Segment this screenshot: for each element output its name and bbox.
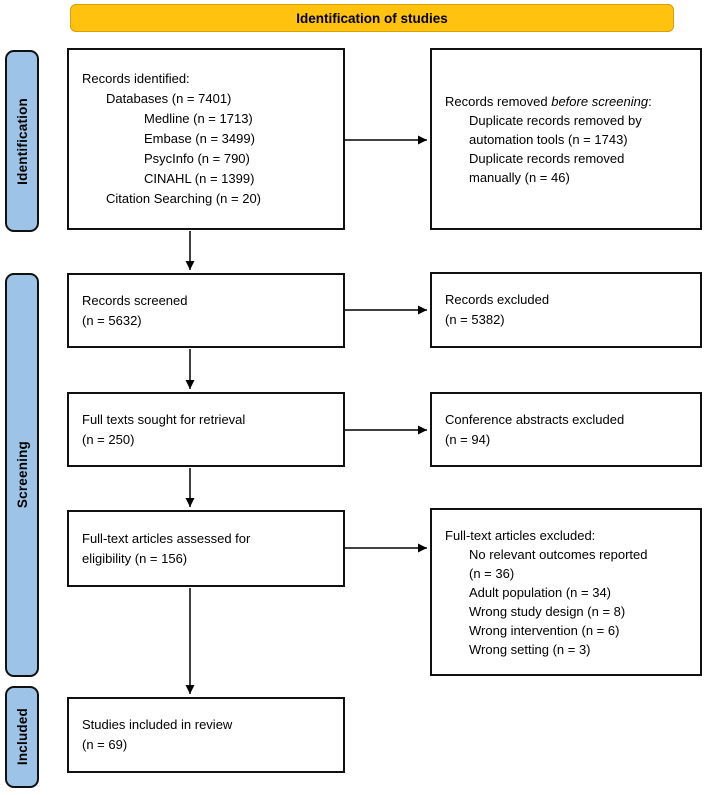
fulltext-excluded-line: (n = 36) [469,565,515,581]
stage-label-screening: Screening [14,441,30,509]
records-removed-title-prefix: Records removed [445,93,552,109]
records-removed-title-italic: before screening [551,93,649,109]
records-identified-line: Databases (n = 7401) [106,91,232,106]
conference-abstracts-count: (n = 94) [445,431,491,447]
fulltext-excluded-line: No relevant outcomes reported [469,546,648,562]
box-records-excluded: Records excluded (n = 5382) [430,272,702,348]
fulltext-excluded-line: Wrong intervention (n = 6) [469,622,620,638]
studies-included-line: Studies included in review [82,717,233,732]
banner-identification-of-studies: Identification of studies [70,4,674,32]
stage-bar-identification: Identification [5,50,39,232]
records-identified-line: CINAHL (n = 1399) [144,171,255,186]
records-removed-line: Duplicate records removed [469,150,625,166]
studies-included-count: (n = 69) [82,737,128,752]
conference-abstracts-line: Conference abstracts excluded [445,411,625,427]
records-removed-title-suffix: : [648,93,652,109]
box-records-removed: Records removed before screening: Duplic… [430,48,702,230]
box-full-texts-sought: Full texts sought for retrieval (n = 250… [67,392,345,467]
stage-bar-screening: Screening [5,273,39,677]
stage-bar-included: Included [5,686,39,788]
box-fulltext-excluded: Full-text articles excluded: No relevant… [430,508,702,676]
box-conference-abstracts-excluded: Conference abstracts excluded (n = 94) [430,392,702,467]
records-identified-line: Citation Searching (n = 20) [106,191,262,206]
records-removed-line: manually (n = 46) [469,169,570,185]
box-records-screened: Records screened (n = 5632) [67,273,345,348]
fulltext-excluded-line: Wrong study design (n = 8) [469,603,626,619]
full-texts-sought-count: (n = 250) [82,431,135,447]
full-texts-sought-line: Full texts sought for retrieval [82,411,246,427]
records-excluded-count: (n = 5382) [445,312,505,327]
records-screened-count: (n = 5632) [82,312,142,328]
stage-label-included: Included [14,708,30,766]
records-identified-title: Records identified: [82,71,190,86]
stage-label-identification: Identification [14,97,30,185]
fulltext-assessed-line: eligibility (n = 156) [82,550,188,566]
fulltext-excluded-title: Full-text articles excluded: [445,527,596,543]
fulltext-assessed-line: Full-text articles assessed for [82,530,251,546]
records-removed-line: automation tools (n = 1743) [469,131,628,147]
box-studies-included: Studies included in review (n = 69) [67,697,345,773]
records-screened-line: Records screened [82,292,188,308]
fulltext-excluded-line: Wrong setting (n = 3) [469,641,591,657]
records-identified-line: Medline (n = 1713) [144,111,253,126]
box-fulltext-assessed: Full-text articles assessed for eligibil… [67,510,345,587]
banner-title: Identification of studies [296,10,448,26]
fulltext-excluded-line: Adult population (n = 34) [469,584,612,600]
box-records-identified: Records identified: Databases (n = 7401)… [67,48,345,230]
records-removed-line: Duplicate records removed by [469,112,642,128]
records-identified-line: PsycInfo (n = 790) [144,151,250,166]
records-removed-title: Records removed before screening: [445,92,694,111]
records-identified-line: Embase (n = 3499) [144,131,255,146]
records-excluded-line: Records excluded [445,292,550,307]
